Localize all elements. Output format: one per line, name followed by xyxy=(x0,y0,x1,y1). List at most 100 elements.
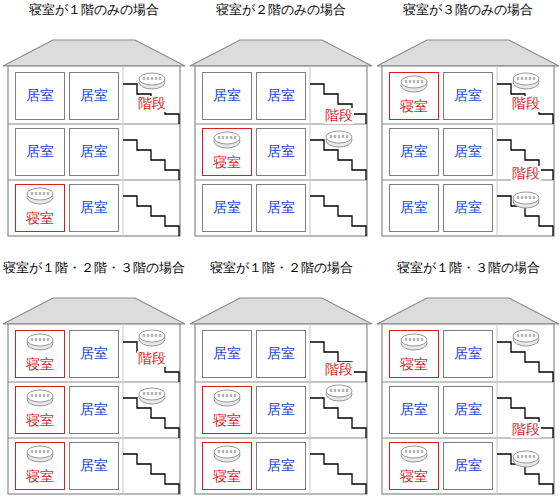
room-name: 居室 xyxy=(454,346,482,361)
smoke-detector xyxy=(214,132,240,148)
room-name: 居室 xyxy=(267,200,295,215)
house-outline xyxy=(190,40,372,236)
room-name: 居室 xyxy=(267,458,295,473)
room-name: 居室 xyxy=(400,144,428,159)
smoke-detector xyxy=(401,76,427,92)
stairs xyxy=(310,398,366,438)
bedroom-box: 寝室 xyxy=(389,330,439,378)
stair-label: 階段 xyxy=(324,362,354,377)
room-name: 居室 xyxy=(80,144,108,159)
stairs xyxy=(123,454,179,494)
house-title: 寝室が１階・２階・３階の場合 xyxy=(0,260,189,277)
room-box: 居室 xyxy=(256,330,306,378)
smoke-detector xyxy=(326,131,352,147)
room-box: 居室 xyxy=(389,184,439,232)
stairs xyxy=(497,84,553,124)
smoke-detector xyxy=(326,385,352,401)
room-box: 居室 xyxy=(69,330,119,378)
house: 寝室が１階・２階の場合居室居室寝室居室寝室居室 xyxy=(190,258,372,498)
stairs xyxy=(123,140,179,180)
room-name: 寝室 xyxy=(213,413,241,428)
stairs xyxy=(310,196,366,236)
stairs xyxy=(310,454,366,494)
room-name: 居室 xyxy=(454,402,482,417)
house-title: 寝室が２階のみの場合 xyxy=(186,2,376,19)
room-box: 居室 xyxy=(256,128,306,176)
stair-label: 階段 xyxy=(137,96,167,111)
room-box: 居室 xyxy=(69,442,119,490)
room-name: 居室 xyxy=(26,144,54,159)
house-title: 寝室が１階・２階の場合 xyxy=(186,260,376,277)
smoke-detector xyxy=(513,73,539,89)
room-name: 居室 xyxy=(80,200,108,215)
stair-label: 階段 xyxy=(511,422,541,437)
room-box: 居室 xyxy=(443,72,493,120)
smoke-detector xyxy=(401,446,427,462)
room-name: 居室 xyxy=(267,88,295,103)
room-name: 寝室 xyxy=(26,357,54,372)
stair-label: 階段 xyxy=(137,351,167,366)
smoke-detector xyxy=(27,390,53,406)
room-box: 居室 xyxy=(15,128,65,176)
room-name: 寝室 xyxy=(400,357,428,372)
room-box: 居室 xyxy=(202,330,252,378)
smoke-detector xyxy=(513,192,539,208)
room-name: 居室 xyxy=(400,402,428,417)
room-box: 居室 xyxy=(202,72,252,120)
stairs xyxy=(497,342,553,382)
room-name: 居室 xyxy=(213,88,241,103)
room-name: 居室 xyxy=(454,88,482,103)
stair-label: 階段 xyxy=(511,96,541,111)
stairs xyxy=(123,84,179,124)
house-outline xyxy=(3,40,185,236)
house-outline xyxy=(377,40,559,236)
stairs xyxy=(123,342,179,382)
room-name: 居室 xyxy=(26,88,54,103)
room-name: 居室 xyxy=(267,346,295,361)
bedroom-box: 寝室 xyxy=(202,386,252,434)
room-box: 居室 xyxy=(389,128,439,176)
room-name: 寝室 xyxy=(400,99,428,114)
bedroom-box: 寝室 xyxy=(202,128,252,176)
room-box: 居室 xyxy=(256,386,306,434)
room-name: 寝室 xyxy=(26,413,54,428)
room-name: 居室 xyxy=(213,200,241,215)
stairs xyxy=(310,84,366,124)
room-box: 居室 xyxy=(202,184,252,232)
room-name: 寝室 xyxy=(26,469,54,484)
room-box: 居室 xyxy=(69,72,119,120)
house: 寝室が３階のみの場合寝室居室居室居室居室居室 xyxy=(377,0,559,240)
bedroom-box: 寝室 xyxy=(15,386,65,434)
room-box: 居室 xyxy=(256,442,306,490)
house: 寝室が１階のみの場合居室居室居室居室寝室居室 xyxy=(3,0,185,240)
house: 寝室が１階・３階の場合寝室居室居室居室寝室居室 xyxy=(377,258,559,498)
stair-label: 階段 xyxy=(511,166,541,181)
house: 寝室が１階・２階・３階の場合寝室居室寝室居室寝室居室 xyxy=(3,258,185,498)
smoke-detector xyxy=(139,73,165,89)
room-box: 居室 xyxy=(389,386,439,434)
room-box: 居室 xyxy=(443,386,493,434)
house-title: 寝室が１階のみの場合 xyxy=(0,2,189,19)
room-box: 居室 xyxy=(443,442,493,490)
house-title: 寝室が１階・３階の場合 xyxy=(373,260,560,277)
stair-label: 階段 xyxy=(324,108,354,123)
smoke-detector xyxy=(401,334,427,350)
room-box: 居室 xyxy=(443,128,493,176)
room-box: 居室 xyxy=(256,72,306,120)
room-name: 居室 xyxy=(400,200,428,215)
room-name: 寝室 xyxy=(213,155,241,170)
bedroom-box: 寝室 xyxy=(15,184,65,232)
room-name: 居室 xyxy=(80,402,108,417)
room-box: 居室 xyxy=(443,330,493,378)
bedroom-box: 寝室 xyxy=(202,442,252,490)
smoke-detector xyxy=(513,451,539,467)
stairs xyxy=(310,342,366,382)
smoke-detector xyxy=(27,446,53,462)
house-outline xyxy=(3,298,185,494)
room-name: 居室 xyxy=(454,458,482,473)
room-name: 居室 xyxy=(267,402,295,417)
room-name: 居室 xyxy=(213,346,241,361)
room-name: 寝室 xyxy=(400,469,428,484)
